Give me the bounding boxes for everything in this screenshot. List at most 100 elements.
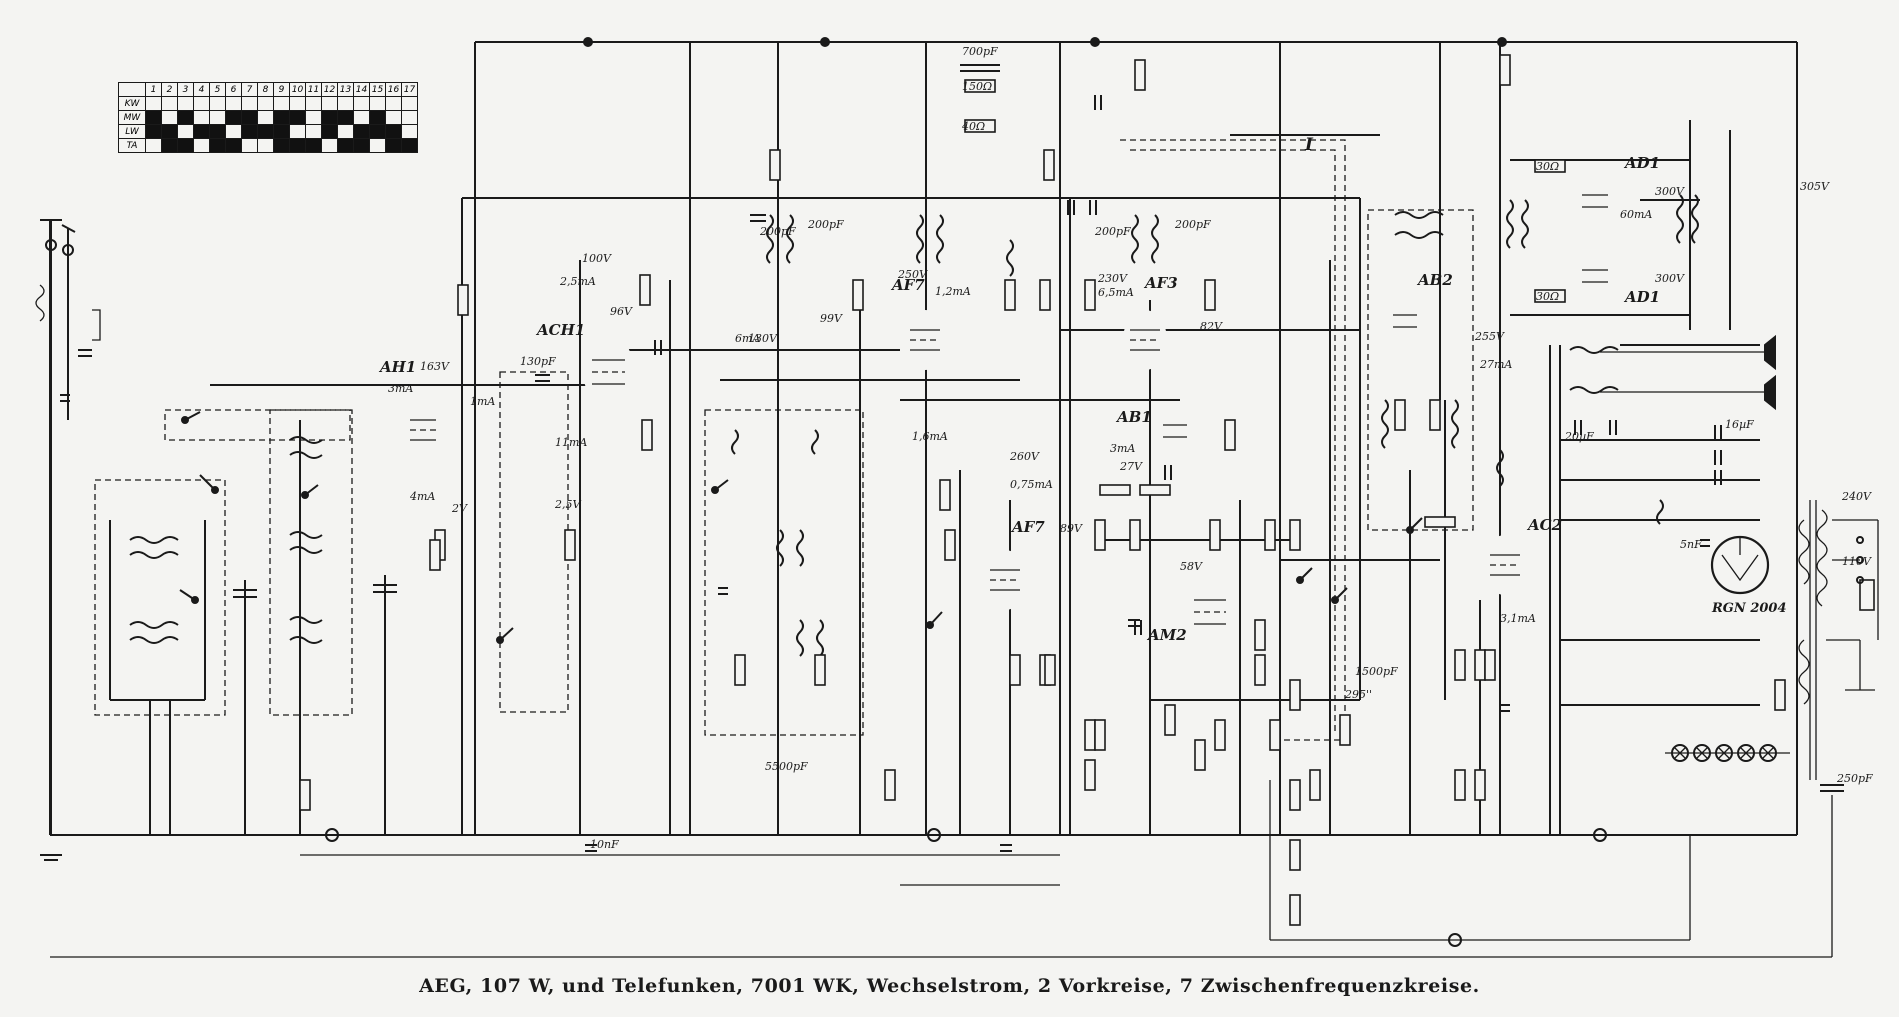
band-table-cell: [161, 96, 178, 111]
label-voltage: 27V: [1119, 460, 1143, 473]
band-table-cell: [161, 124, 178, 139]
band-table-row-label: MW: [118, 110, 146, 125]
band-table-cell: [385, 124, 402, 139]
tube-label-af3: AF3: [1143, 274, 1178, 292]
band-table-cell: [225, 124, 242, 139]
band-table-cell: [225, 96, 242, 111]
label-capacitance: 20µF: [1564, 430, 1594, 443]
label-resistance: 30Ω: [1536, 290, 1559, 303]
band-table-cell: [353, 124, 370, 139]
tube-label-ach1: ACH1: [535, 321, 585, 339]
band-table-cell: [177, 96, 194, 111]
band-table-cell: [385, 96, 402, 111]
band-table-cell: [257, 124, 274, 139]
label-voltage: 2,5V: [554, 498, 581, 511]
band-table-corner: [118, 82, 146, 97]
band-table-cell: [241, 96, 258, 111]
label-voltage: 300V: [1655, 185, 1685, 198]
band-table-cell: [305, 138, 322, 153]
band-table-cell: [161, 138, 178, 153]
band-table-cell: [273, 138, 290, 153]
band-table-cell: [209, 124, 226, 139]
band-table-column-label: 16: [385, 82, 402, 97]
band-table-cell: [289, 138, 306, 153]
capacitors: [535, 64, 1844, 852]
label-voltage: 110V: [1842, 555, 1872, 568]
band-table-cell: [353, 138, 370, 153]
band-table-cell: [305, 124, 322, 139]
band-table-cell: [289, 110, 306, 125]
tube-ad1-a: [1575, 172, 1615, 228]
band-table-column-label: 9: [273, 82, 290, 97]
band-table-column-label: 3: [177, 82, 194, 97]
band-table-column-label: 5: [209, 82, 226, 97]
band-table-column-label: 15: [369, 82, 386, 97]
band-table-column-label: 2: [161, 82, 178, 97]
tube-ah1: [401, 396, 445, 464]
tube-label-ab1: AB1: [1115, 408, 1152, 426]
band-table-cell: [289, 96, 306, 111]
band-table-cell: [193, 110, 210, 125]
label-voltage: 305V: [1800, 180, 1830, 193]
band-table-cell: [401, 110, 418, 125]
label-current: 3mA: [1110, 442, 1135, 455]
band-table-cell: [209, 138, 226, 153]
tube-am2: [1186, 574, 1234, 646]
tube-rgn2004: [1710, 535, 1770, 595]
band-table-cell: [401, 124, 418, 139]
label-resistance: 40Ω: [961, 120, 985, 133]
label-voltage: 89V: [1060, 522, 1083, 535]
tube-ad1-b: [1575, 247, 1615, 303]
tube-label-af7-b: AF7: [1010, 518, 1045, 536]
band-table-cell: [401, 138, 418, 153]
tube-af7-a: [903, 310, 947, 370]
label-resistance: 30Ω: [1536, 160, 1559, 173]
band-table-cell: [193, 138, 210, 153]
label-voltage: 58V: [1180, 560, 1203, 573]
antenna-input: [35, 219, 101, 861]
band-table-cell: [209, 96, 226, 111]
band-table-cell: [257, 96, 274, 111]
wave-switch-icon[interactable]: [179, 411, 1423, 644]
label-voltage: 163V: [420, 360, 450, 373]
tube-af7-b: [983, 550, 1027, 610]
band-table-cell: [321, 138, 338, 153]
band-table-row: MW: [118, 110, 418, 125]
band-table-cell: [337, 96, 354, 111]
label-capacitance: 700pF: [962, 45, 998, 58]
speaker-icon: [1600, 334, 1776, 411]
band-table-cell: [273, 124, 290, 139]
band-table-cell: [385, 138, 402, 153]
label-voltage: 260V: [1009, 450, 1040, 463]
band-table-column-label: 11: [305, 82, 322, 97]
label-voltage: 230V: [1097, 272, 1128, 285]
band-table-cell: [257, 110, 274, 125]
band-table-cell: [369, 96, 386, 111]
label-current: 1,2mA: [935, 285, 971, 298]
label-capacitance: 250pF: [1836, 772, 1873, 785]
label-voltage: 255V: [1474, 330, 1505, 343]
band-table-column-label: 10: [289, 82, 306, 97]
band-table-row: TA: [118, 138, 418, 153]
band-table-cell: [257, 138, 274, 153]
label-capacitance: 200pF: [1174, 218, 1211, 231]
band-table-cell: [225, 110, 242, 125]
label-current: 11mA: [555, 436, 587, 449]
label-current: 4mA: [409, 490, 435, 503]
label-mark-i: I: [1304, 135, 1314, 155]
band-table-cell: [353, 96, 370, 111]
band-table-cell: [273, 96, 290, 111]
label-capacitance: 200pF: [759, 225, 796, 238]
tube-label-ad1-b: AD1: [1623, 288, 1660, 306]
band-table-cell: [305, 96, 322, 111]
band-table-cell: [353, 110, 370, 125]
tube-labels: AH1 ACH1 AF7 AF3 AB1 AF7 AM2 AB2 AD1 AD1…: [378, 154, 1787, 644]
label-capacitance: 16µF: [1725, 418, 1754, 431]
band-table-cell: [369, 138, 386, 153]
label-current: 60mA: [1620, 208, 1652, 221]
label-voltage: 130V: [748, 332, 778, 345]
band-table-cell: [241, 110, 258, 125]
band-table-cell: [401, 96, 418, 111]
